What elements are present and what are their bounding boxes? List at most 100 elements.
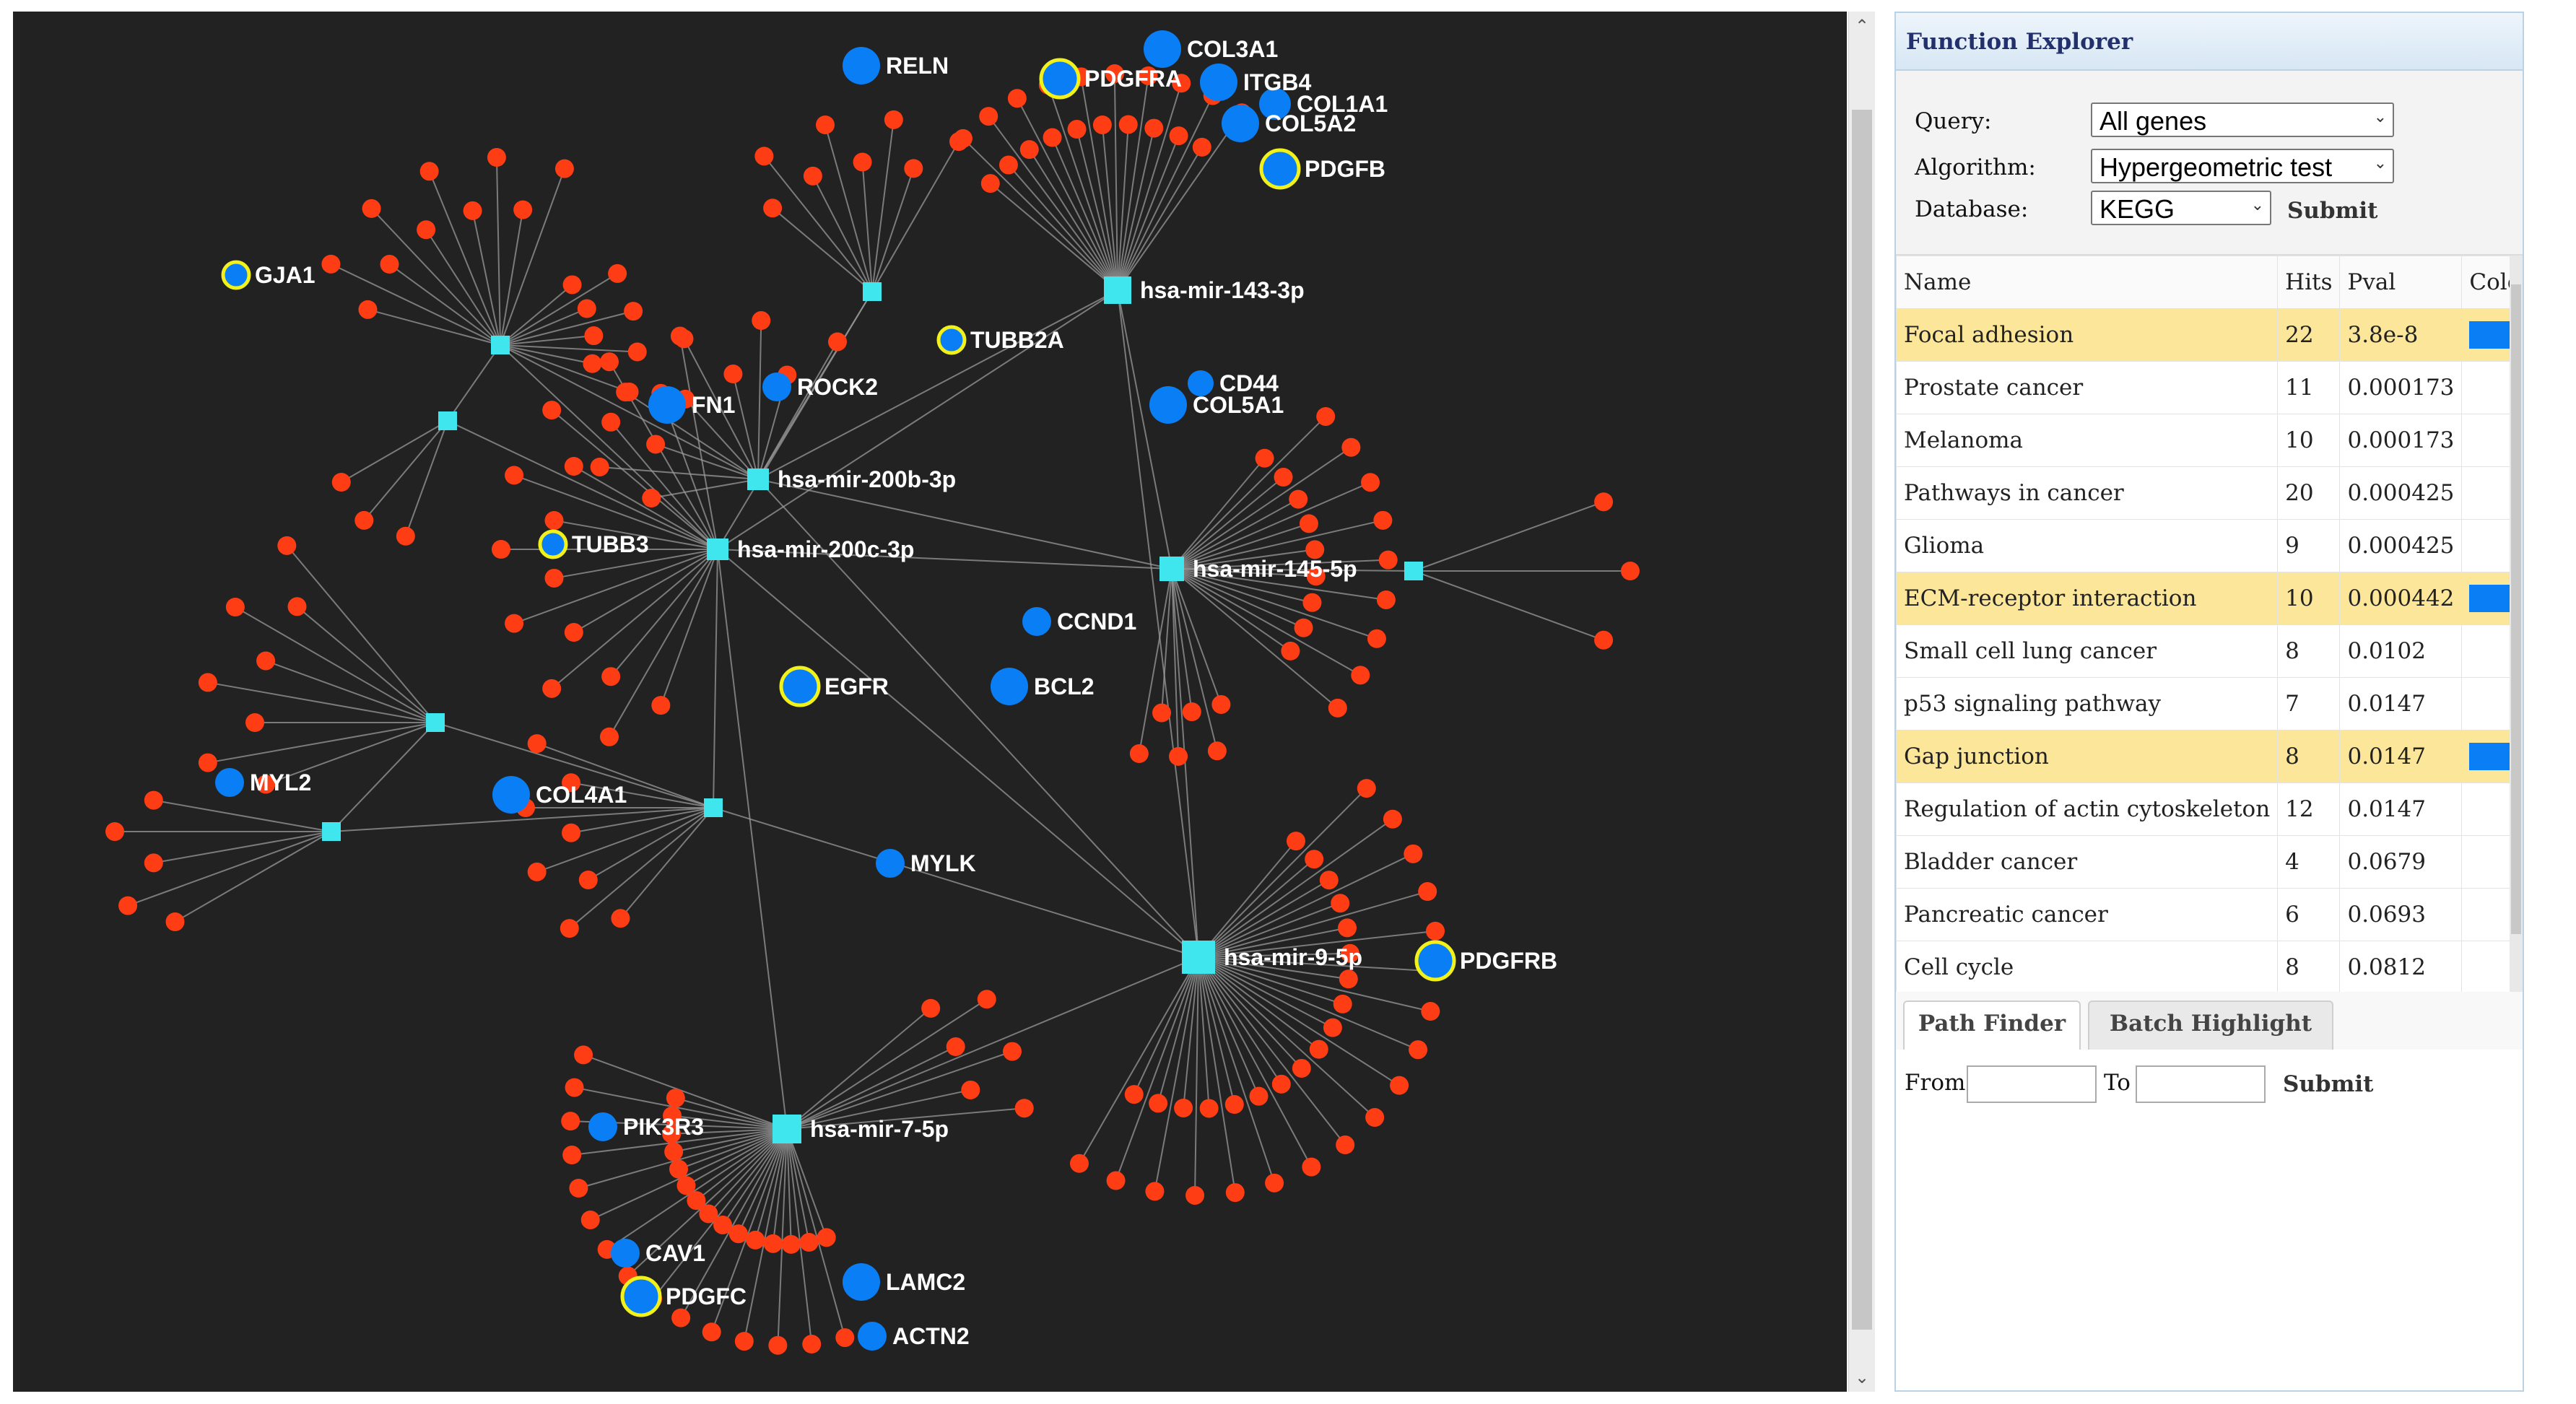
- path-submit-button[interactable]: Submit: [2283, 1071, 2374, 1097]
- target-node[interactable]: [802, 1335, 822, 1354]
- target-node[interactable]: [1305, 540, 1325, 559]
- target-node[interactable]: [380, 255, 399, 274]
- target-node[interactable]: [1292, 1058, 1311, 1078]
- target-node[interactable]: [1404, 844, 1423, 863]
- results-scrollbar-thumb[interactable]: [2511, 284, 2521, 934]
- target-node[interactable]: [583, 354, 602, 373]
- target-node[interactable]: [544, 511, 564, 531]
- target-node[interactable]: [513, 200, 533, 219]
- target-node[interactable]: [713, 1215, 733, 1234]
- target-node[interactable]: [505, 614, 524, 633]
- target-node[interactable]: [277, 536, 297, 555]
- target-node[interactable]: [565, 1078, 584, 1097]
- target-node[interactable]: [1351, 666, 1370, 685]
- target-node[interactable]: [1306, 567, 1326, 586]
- gene-node[interactable]: [215, 768, 244, 797]
- mirna-node[interactable]: [322, 822, 341, 841]
- target-node[interactable]: [225, 598, 245, 616]
- target-node[interactable]: [921, 998, 941, 1018]
- target-node[interactable]: [463, 201, 482, 220]
- target-node[interactable]: [904, 159, 923, 178]
- target-node[interactable]: [768, 1335, 788, 1355]
- target-node[interactable]: [256, 651, 276, 671]
- target-node[interactable]: [590, 457, 609, 476]
- target-node[interactable]: [562, 773, 581, 793]
- gene-node[interactable]: [1200, 64, 1237, 101]
- target-node[interactable]: [1418, 882, 1437, 902]
- target-node[interactable]: [1390, 1076, 1409, 1095]
- target-node[interactable]: [1302, 593, 1322, 612]
- target-node[interactable]: [198, 753, 217, 772]
- target-node[interactable]: [674, 329, 694, 349]
- target-node[interactable]: [321, 254, 341, 274]
- target-node[interactable]: [256, 775, 276, 794]
- target-node[interactable]: [358, 300, 378, 319]
- target-node[interactable]: [1169, 746, 1188, 766]
- target-node[interactable]: [1357, 779, 1376, 798]
- tab-path-finder[interactable]: Path Finder: [1903, 1000, 2081, 1051]
- target-node[interactable]: [1294, 618, 1313, 637]
- target-node[interactable]: [1174, 1098, 1193, 1117]
- target-node[interactable]: [1378, 550, 1398, 570]
- target-node[interactable]: [671, 1308, 691, 1327]
- mirna-node[interactable]: [704, 798, 723, 817]
- target-node[interactable]: [1383, 809, 1402, 829]
- target-node[interactable]: [600, 727, 619, 746]
- target-node[interactable]: [1316, 406, 1336, 426]
- canvas-scrollbar[interactable]: ⌃ ⌄: [1848, 12, 1875, 1392]
- target-node[interactable]: [542, 401, 562, 420]
- target-node[interactable]: [746, 1230, 765, 1250]
- target-node[interactable]: [1338, 918, 1357, 938]
- target-node[interactable]: [1323, 1018, 1342, 1037]
- target-node[interactable]: [1225, 1183, 1245, 1203]
- target-node[interactable]: [815, 115, 835, 134]
- target-node[interactable]: [144, 790, 163, 810]
- target-node[interactable]: [1003, 1042, 1022, 1061]
- target-node[interactable]: [544, 568, 564, 588]
- target-node[interactable]: [1192, 137, 1211, 157]
- target-node[interactable]: [1286, 832, 1305, 851]
- target-node[interactable]: [562, 823, 581, 842]
- gene-node[interactable]: [876, 849, 905, 878]
- target-node[interactable]: [817, 1228, 836, 1247]
- target-node[interactable]: [1426, 921, 1445, 941]
- target-node[interactable]: [105, 822, 124, 841]
- tab-batch-highlight[interactable]: Batch Highlight: [2088, 1000, 2333, 1050]
- to-input[interactable]: [2136, 1065, 2266, 1103]
- target-node[interactable]: [763, 199, 783, 218]
- gene-node[interactable]: [620, 1276, 662, 1317]
- target-node[interactable]: [554, 159, 574, 178]
- target-node[interactable]: [728, 1224, 748, 1244]
- query-submit-button[interactable]: Submit: [2287, 198, 2378, 224]
- gene-node[interactable]: [936, 325, 967, 355]
- target-node[interactable]: [1376, 590, 1396, 609]
- target-node[interactable]: [1255, 448, 1274, 468]
- gene-node[interactable]: [1259, 148, 1301, 190]
- target-node[interactable]: [1333, 994, 1352, 1013]
- gene-node[interactable]: [1022, 607, 1051, 636]
- target-node[interactable]: [561, 1112, 580, 1131]
- query-select[interactable]: All genes ⌄: [2091, 103, 2394, 137]
- target-node[interactable]: [1169, 126, 1188, 146]
- target-node[interactable]: [835, 1328, 855, 1348]
- column-header-name[interactable]: Name: [1896, 256, 2279, 309]
- target-node[interactable]: [542, 679, 562, 698]
- target-node[interactable]: [1007, 89, 1027, 108]
- gene-node[interactable]: [1039, 58, 1081, 100]
- target-node[interactable]: [1043, 128, 1062, 147]
- target-node[interactable]: [1185, 1185, 1205, 1205]
- target-node[interactable]: [1199, 1099, 1219, 1118]
- target-node[interactable]: [1361, 473, 1380, 492]
- gene-node[interactable]: [648, 386, 686, 424]
- from-input[interactable]: [1967, 1065, 2097, 1103]
- target-node[interactable]: [1144, 118, 1164, 138]
- target-node[interactable]: [527, 734, 547, 754]
- target-node[interactable]: [1305, 850, 1324, 869]
- target-node[interactable]: [487, 148, 506, 167]
- scroll-down-icon[interactable]: ⌄: [1854, 1367, 1870, 1387]
